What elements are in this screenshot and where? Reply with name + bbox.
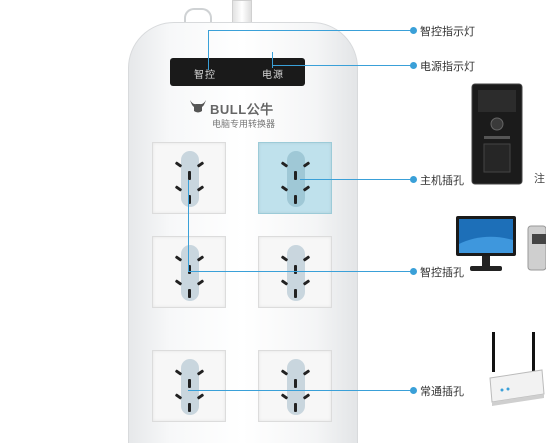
- smart-socket-3: [258, 236, 332, 308]
- monitor-icon: [456, 216, 516, 271]
- smart-socket-2: [152, 236, 226, 308]
- edge-note: 注: [534, 172, 545, 185]
- power-indicator-leader: [272, 52, 273, 68]
- power-indicator-line: [272, 65, 413, 66]
- smart-indicator-label: 智控: [194, 70, 216, 81]
- bull-logo-icon: [190, 100, 206, 113]
- hanging-hook: [184, 8, 212, 26]
- power-indicator-callout: 电源指示灯: [420, 60, 475, 73]
- normal-socket-callout: 常通插孔: [420, 385, 464, 398]
- normal-socket-line: [188, 390, 413, 391]
- indicator-panel: 智控 电源: [170, 58, 305, 86]
- smart-socket-line: [188, 271, 413, 272]
- brand-logo: BULL公牛: [210, 102, 274, 117]
- main-socket: [258, 142, 332, 214]
- smart-socket-callout: 智控插孔: [420, 266, 464, 279]
- smart-socket-dot: [410, 268, 417, 275]
- smart-socket-1: [152, 142, 226, 214]
- smart-indicator-callout: 智控指示灯: [420, 25, 475, 38]
- smart-socket-leader: [188, 180, 189, 272]
- printer-icon: [527, 225, 546, 271]
- main-socket-dot: [410, 176, 417, 183]
- power-indicator-label: 电源: [262, 70, 284, 81]
- normal-socket-dot: [410, 387, 417, 394]
- normal-socket-1: [152, 350, 226, 422]
- normal-socket-2: [258, 350, 332, 422]
- main-socket-callout: 主机插孔: [420, 174, 464, 187]
- brand-subtitle: 电脑专用转换器: [212, 120, 276, 130]
- power-indicator-dot: [410, 62, 417, 69]
- pc-tower-icon: [471, 83, 523, 185]
- smart-indicator-leader: [208, 30, 209, 70]
- router-icon: [489, 332, 545, 406]
- main-socket-line: [300, 179, 413, 180]
- smart-indicator-dot: [410, 27, 417, 34]
- smart-indicator-line: [208, 30, 413, 31]
